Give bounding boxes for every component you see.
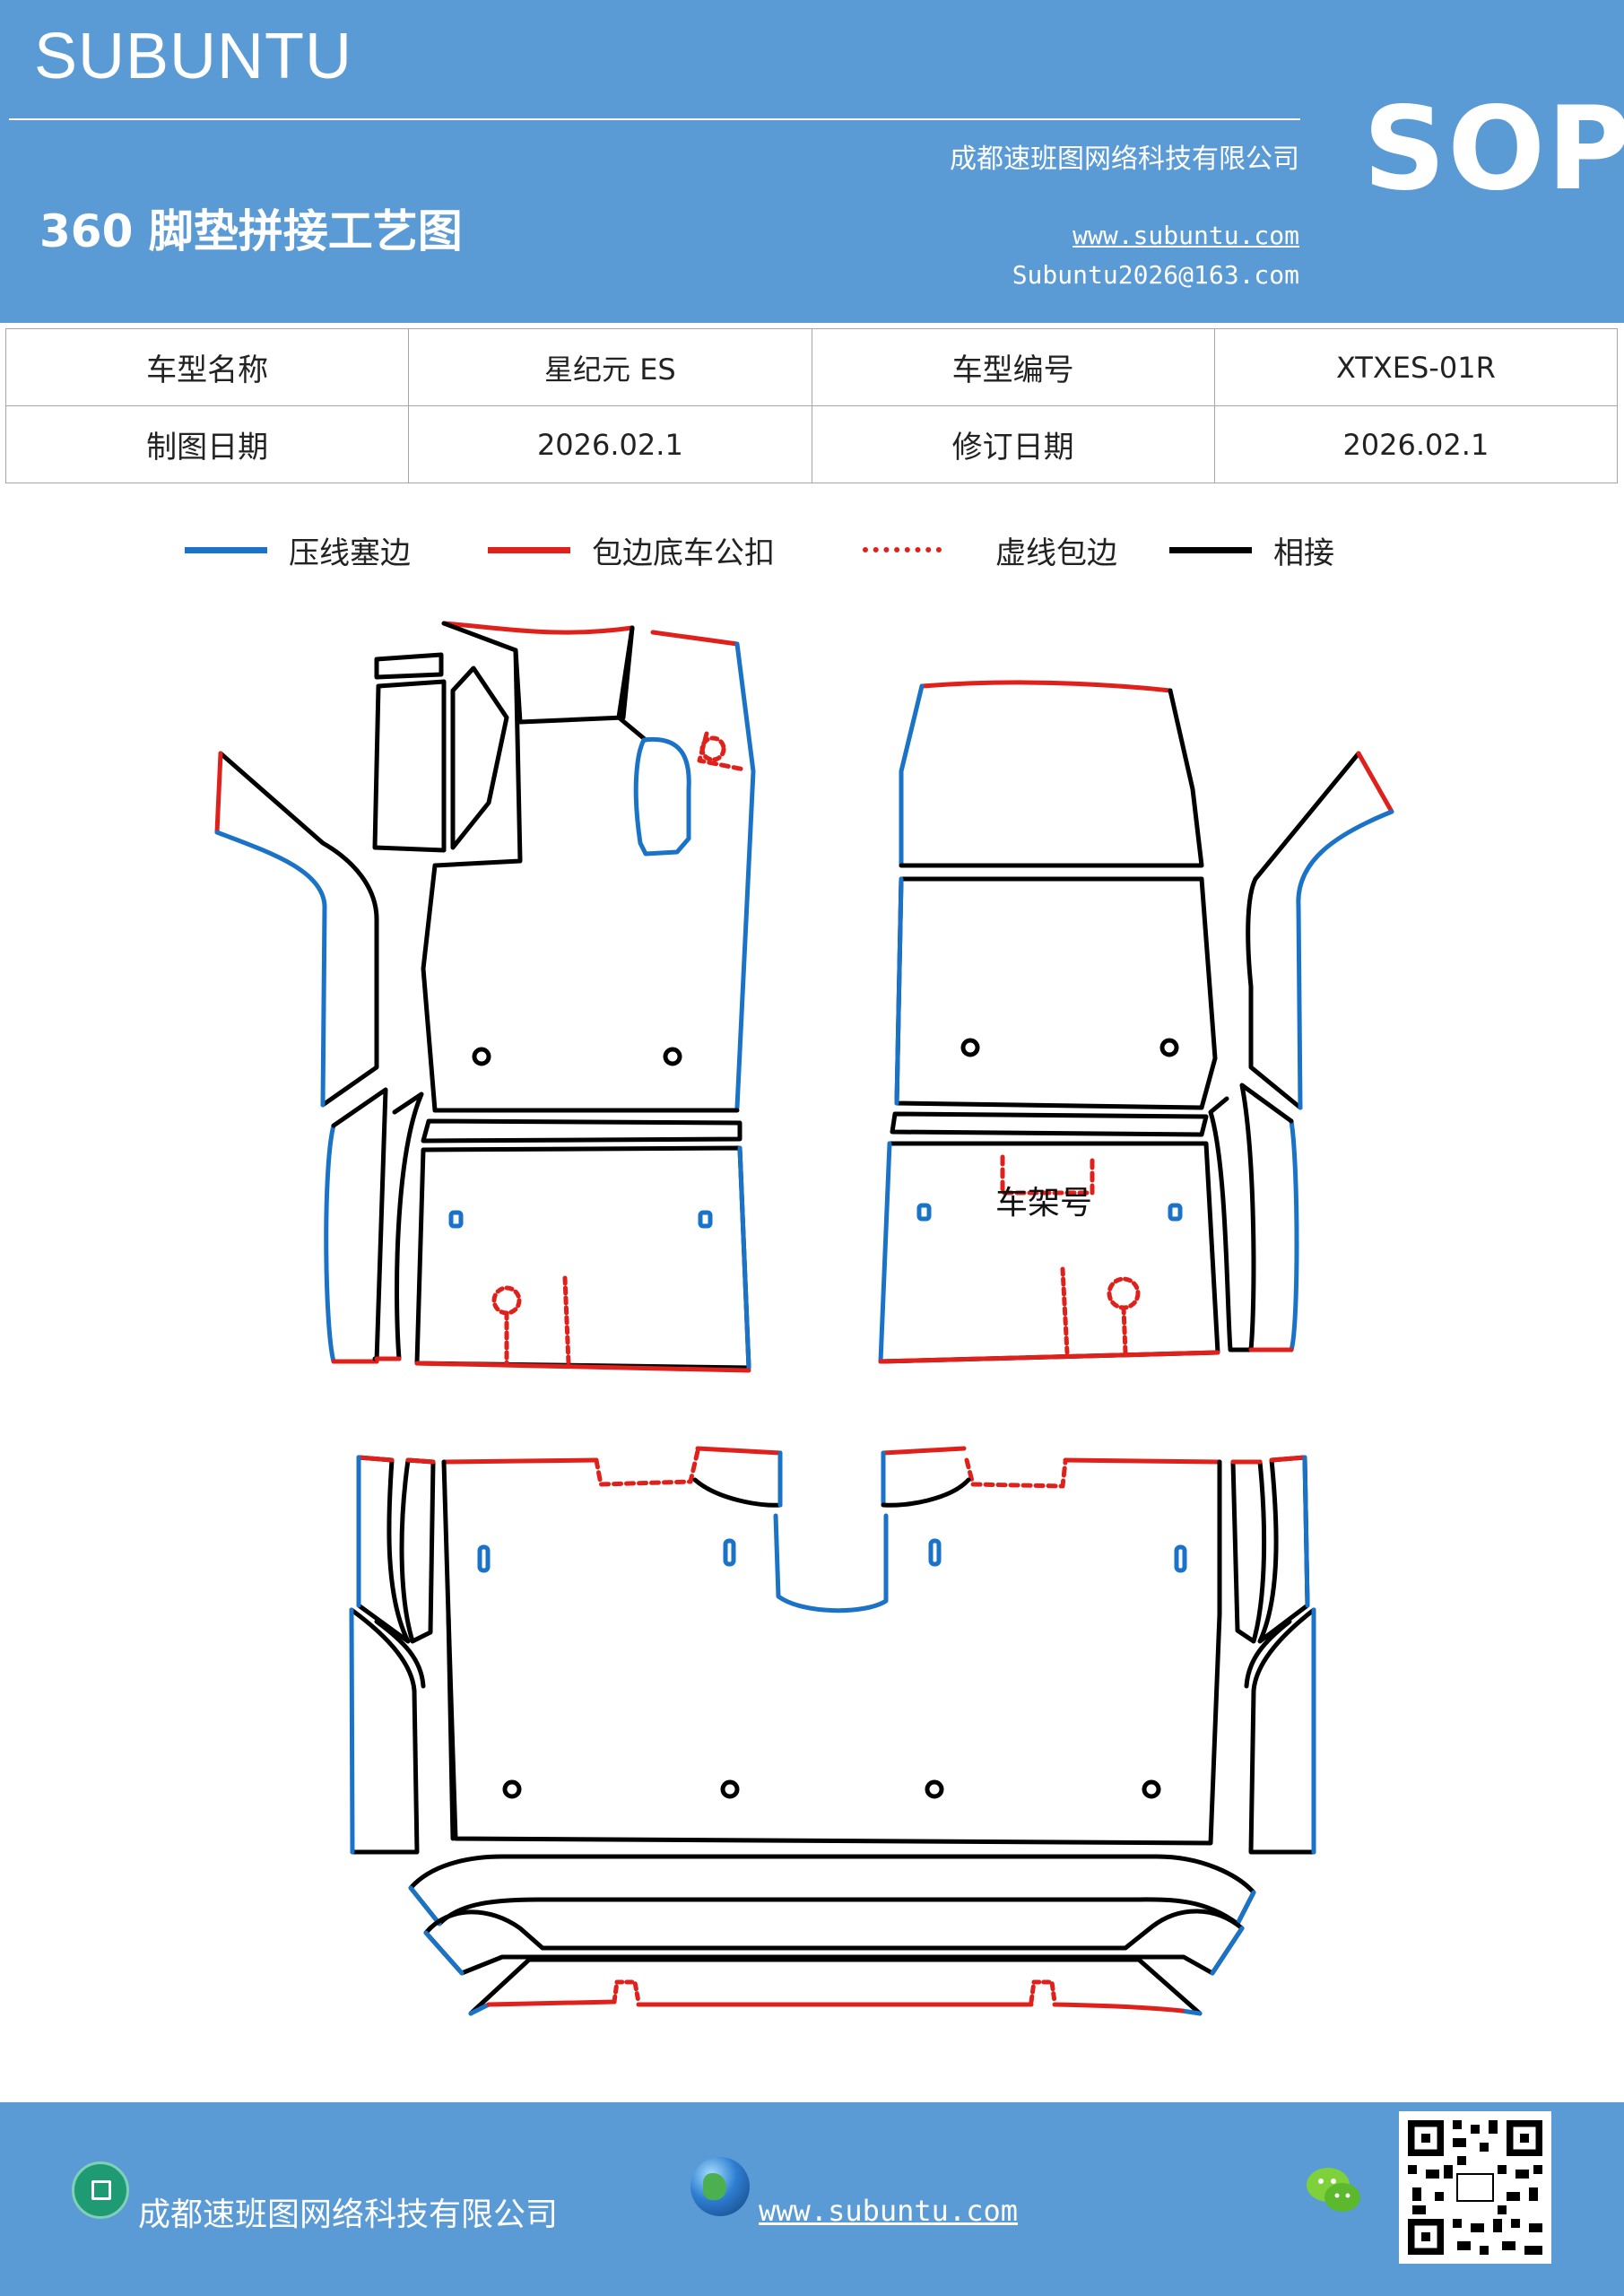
legend-label: 相接 <box>1273 535 1334 571</box>
table-cell: 车型编号 <box>811 328 1215 406</box>
brand-name: SUBUNTU <box>34 21 353 92</box>
table-cell: 2026.02.1 <box>1213 405 1619 483</box>
frame-number-label: 车架号 <box>995 1185 1093 1222</box>
header-bar <box>0 0 1624 323</box>
legend-swatch <box>1169 546 1252 553</box>
table-cell: 制图日期 <box>4 405 410 483</box>
legend-label: 虚线包边 <box>995 535 1117 571</box>
legend-dashed-binding: 虚线包边 <box>863 529 1117 571</box>
legend-join: 相接 <box>1169 529 1334 571</box>
table-cell: 车型名称 <box>4 328 410 406</box>
building-icon <box>72 2161 129 2219</box>
table-row: 车型名称 星纪元 ES 车型编号 XTXES-01R <box>4 328 1619 406</box>
legend-press-line: 压线塞边 <box>185 529 411 571</box>
sop-badge: SOP <box>1363 83 1624 216</box>
globe-icon <box>690 2157 750 2216</box>
qr-code-icon[interactable] <box>1399 2111 1551 2264</box>
header-company: 成都速班图网络科技有限公司 <box>950 144 1299 175</box>
legend-swatch <box>185 546 267 553</box>
header-email: Subuntu2026@163.com <box>1012 260 1299 290</box>
front-left-mat <box>214 621 756 1373</box>
legend-label: 包边底车公扣 <box>592 535 775 571</box>
front-right-mat <box>878 680 1394 1364</box>
legend-edge-binding: 包边底车公扣 <box>488 529 775 571</box>
vehicle-info-table: 车型名称 星纪元 ES 车型编号 XTXES-01R 制图日期 2026.02.… <box>4 328 1619 483</box>
page-title: 360 脚垫拼接工艺图 <box>39 205 463 257</box>
legend-swatch <box>863 547 942 552</box>
rear-mat <box>349 1446 1316 2016</box>
table-cell: 星纪元 ES <box>408 328 812 406</box>
table-cell: 2026.02.1 <box>408 405 812 483</box>
header-divider <box>9 118 1300 120</box>
header-website-link[interactable]: www.subuntu.com <box>1073 221 1299 250</box>
table-cell: 修订日期 <box>811 405 1215 483</box>
footer-company: 成都速班图网络科技有限公司 <box>138 2196 559 2233</box>
table-row: 制图日期 2026.02.1 修订日期 2026.02.1 <box>4 405 1619 483</box>
wechat-icon[interactable] <box>1305 2163 1362 2217</box>
footer-website-link[interactable]: www.subuntu.com <box>759 2194 1018 2228</box>
table-cell: XTXES-01R <box>1213 328 1619 406</box>
legend-label: 压线塞边 <box>289 535 411 571</box>
legend-swatch <box>488 546 570 553</box>
